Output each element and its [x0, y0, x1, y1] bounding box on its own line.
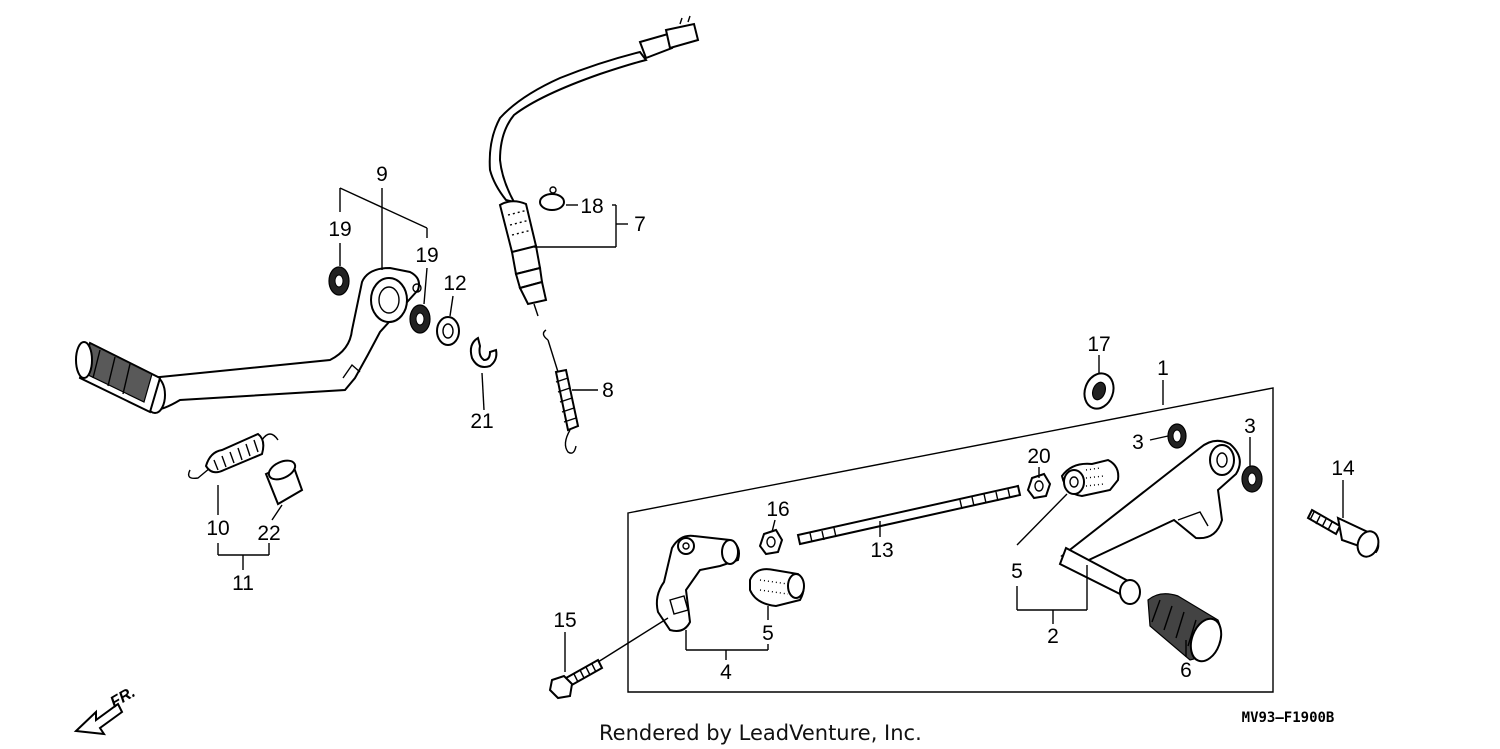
callout-4: 4: [720, 661, 732, 684]
front-direction-arrow-icon: FR.: [73, 684, 138, 736]
part-18-o-ring[interactable]: [539, 186, 565, 211]
part-3-bush-left[interactable]: [1167, 423, 1187, 449]
callout-12: 12: [443, 272, 466, 295]
part-3-bush-right[interactable]: [1241, 465, 1263, 493]
part-10-return-spring[interactable]: [187, 432, 279, 480]
callout-16: 16: [766, 498, 789, 521]
part-9-pedal-rubber[interactable]: [75, 341, 162, 414]
leader-lines: [217, 187, 1344, 672]
part-2-peg-shaft[interactable]: [1058, 546, 1141, 605]
callout-6: 6: [1180, 659, 1192, 682]
callout-2: 2: [1047, 625, 1059, 648]
part-15-bolt[interactable]: [548, 658, 604, 700]
callout-5-left: 5: [762, 622, 774, 645]
callout-1: 1: [1157, 357, 1169, 380]
callout-7: 7: [634, 213, 646, 236]
part-19-seal-left[interactable]: [328, 266, 350, 296]
callout-10: 10: [206, 517, 229, 540]
callout-3-right: 3: [1244, 415, 1256, 438]
part-17-washer[interactable]: [1080, 369, 1119, 412]
callout-labels: 1 2 3 3 4 5 5 6 7 8 9 10 11 12 13 14 15 …: [206, 163, 1355, 684]
callout-21: 21: [470, 410, 493, 433]
part-21-circlip[interactable]: [469, 336, 498, 368]
part-6-peg-rubber[interactable]: [1147, 593, 1227, 666]
part-12-washer[interactable]: [436, 316, 460, 346]
callout-15: 15: [553, 609, 576, 632]
callout-19-right: 19: [415, 244, 438, 267]
callout-18: 18: [580, 195, 603, 218]
part-19-seal-right[interactable]: [409, 304, 431, 334]
callout-13: 13: [870, 539, 893, 562]
part-22-collar[interactable]: [264, 457, 304, 506]
part-20-nut[interactable]: [1026, 472, 1052, 500]
callout-3-left: 3: [1132, 431, 1144, 454]
callout-20: 20: [1027, 445, 1050, 468]
part-9-shift-pedal[interactable]: [144, 266, 422, 414]
callout-19-left: 19: [328, 218, 351, 241]
callout-5-right: 5: [1011, 560, 1023, 583]
part-4-gearshift-arm[interactable]: [655, 534, 740, 632]
part-5-joint-right[interactable]: [1060, 458, 1120, 498]
callout-9: 9: [376, 163, 388, 186]
part-7-switch-cable[interactable]: [488, 15, 700, 204]
callout-11: 11: [232, 572, 254, 595]
diagram-code: MV93–F1900B: [1242, 710, 1335, 726]
part-14-pivot-bolt[interactable]: [1306, 508, 1382, 560]
part-5-joint-left[interactable]: [749, 568, 805, 608]
callout-17: 17: [1087, 333, 1110, 356]
part-13-tie-rod[interactable]: [796, 484, 1022, 546]
callout-8: 8: [602, 379, 614, 402]
assembly-outline: [627, 387, 1274, 693]
part-7-switch-body[interactable]: [498, 200, 548, 317]
render-credit: Rendered by LeadVenture, Inc.: [599, 721, 922, 745]
callout-22: 22: [257, 522, 280, 545]
callout-14: 14: [1331, 457, 1355, 480]
part-16-nut[interactable]: [758, 528, 784, 556]
part-2-shift-arm[interactable]: [1060, 439, 1241, 568]
part-8-spring[interactable]: [542, 329, 580, 454]
